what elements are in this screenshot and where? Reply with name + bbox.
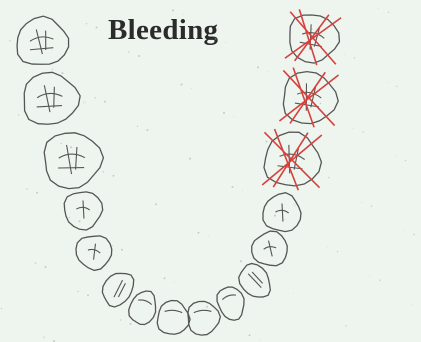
tooth-upper-left-central-incisor bbox=[187, 300, 221, 336]
bleeding-mark bbox=[278, 67, 340, 130]
tooth-upper-left-premolar-2 bbox=[263, 193, 301, 232]
tooth-upper-right-molar-2 bbox=[21, 70, 83, 127]
tooth-upper-right-molar-3 bbox=[13, 13, 72, 68]
tooth-upper-right-premolar-1 bbox=[73, 232, 115, 273]
tooth-upper-left-molar-1 bbox=[261, 128, 324, 191]
tooth-upper-right-premolar-2 bbox=[64, 192, 103, 230]
tooth-upper-left-molar-2 bbox=[278, 67, 341, 130]
bleeding-mark bbox=[283, 8, 342, 68]
tooth-upper-left-premolar-1 bbox=[249, 229, 291, 270]
paper-specks bbox=[0, 8, 415, 342]
tooth-upper-right-central-incisor bbox=[157, 299, 192, 335]
bleeding-mark bbox=[261, 128, 324, 191]
tooth-upper-left-molar-3 bbox=[283, 8, 343, 68]
tooth-upper-right-molar-1 bbox=[43, 131, 105, 190]
tooth-upper-right-canine bbox=[96, 265, 140, 312]
